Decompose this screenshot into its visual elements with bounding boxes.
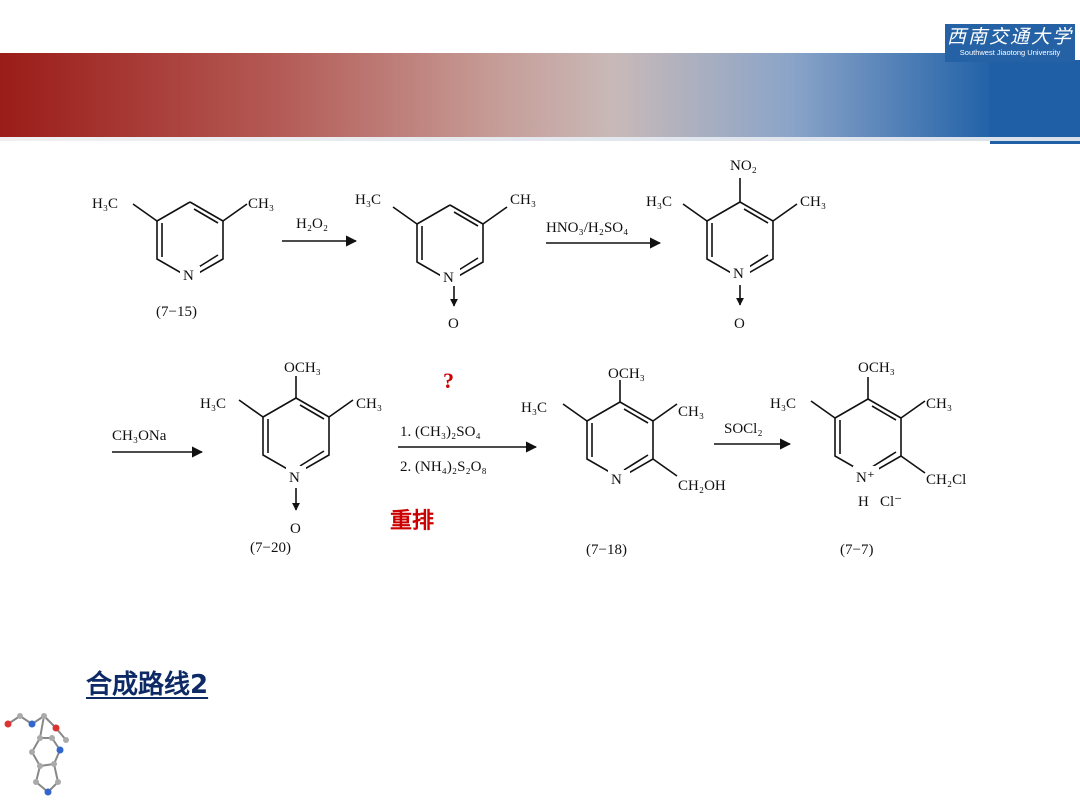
mol5-nitrogen: N xyxy=(611,472,622,488)
rearrangement-label: 重排 xyxy=(390,509,434,534)
university-logo: 西南交通大学 Southwest Jiaotong University xyxy=(945,24,1075,62)
mol6-chloride: Cl⁻ xyxy=(880,494,902,510)
molecule-7-7-bonds xyxy=(810,377,926,476)
reagent-nitration: HNO₃/H₂SO₄ xyxy=(546,220,628,236)
header-banner xyxy=(0,53,990,137)
mol6-right-methyl: CH₃ xyxy=(926,396,952,412)
mol3-left-methyl: H₃C xyxy=(646,194,672,210)
route-title: 合成路线2 xyxy=(86,670,209,700)
mol6-hydrogen: H xyxy=(858,494,869,510)
reagent-methoxide: CH₃ONa xyxy=(112,428,167,444)
mol3-right-methyl: CH₃ xyxy=(800,194,826,210)
reagent-h2o2: H₂O₂ xyxy=(296,216,328,232)
mol6-chloromethyl: CH₂Cl xyxy=(926,472,966,488)
mol1-compound-id: (7−15) xyxy=(156,304,197,320)
mol6-methoxy: OCH₃ xyxy=(858,360,895,376)
mol5-compound-id: (7−18) xyxy=(586,542,627,558)
mol5-methoxy: OCH₃ xyxy=(608,366,645,382)
mol3-nitrogen: N xyxy=(733,266,744,282)
mol4-nitrogen: N xyxy=(289,470,300,486)
molecule-7-18-bonds xyxy=(562,380,678,479)
mol1-nitrogen: N xyxy=(183,268,194,284)
mol6-left-methyl: H₃C xyxy=(770,396,796,412)
logo-chinese: 西南交通大学 xyxy=(946,26,1073,48)
mol5-right-methyl: CH₃ xyxy=(678,404,704,420)
reagent-socl2: SOCl₂ xyxy=(724,421,763,437)
mol6-nitrogen: N⁺ xyxy=(856,470,875,486)
header-banner-accent xyxy=(990,60,1080,144)
mol2-left-methyl: H₃C xyxy=(355,192,381,208)
header-divider xyxy=(0,137,1080,141)
molecule-3-bonds xyxy=(682,178,798,306)
mol4-left-methyl: H₃C xyxy=(200,396,226,412)
molecule-7-20-bonds xyxy=(238,376,354,511)
question-mark: ? xyxy=(443,368,454,393)
mol2-oxide: O xyxy=(448,316,459,332)
molecule-model-icon xyxy=(4,713,69,796)
mol3-oxide: O xyxy=(734,316,745,332)
reagent-persulfate: 2. (NH₄)₂S₂O₈ xyxy=(400,459,487,475)
mol6-compound-id: (7−7) xyxy=(840,542,873,558)
mol1-right-methyl: CH₃ xyxy=(248,196,274,212)
mol4-methoxy: OCH₃ xyxy=(284,360,321,376)
molecule-2-bonds xyxy=(392,204,508,307)
mol3-nitro: NO₂ xyxy=(730,158,757,174)
reagent-dimethyl-sulfate: 1. (CH₃)₂SO₄ xyxy=(400,424,481,440)
mol1-left-methyl: H₃C xyxy=(92,196,118,212)
logo-english: Southwest Jiaotong University xyxy=(959,48,1061,57)
mol2-nitrogen: N xyxy=(443,270,454,286)
mol4-right-methyl: CH₃ xyxy=(356,396,382,412)
mol5-hydroxymethyl: CH₂OH xyxy=(678,478,726,494)
mol4-compound-id: (7−20) xyxy=(250,540,291,556)
mol4-oxide: O xyxy=(290,521,301,537)
mol5-left-methyl: H₃C xyxy=(521,400,547,416)
mol2-right-methyl: CH₃ xyxy=(510,192,536,208)
